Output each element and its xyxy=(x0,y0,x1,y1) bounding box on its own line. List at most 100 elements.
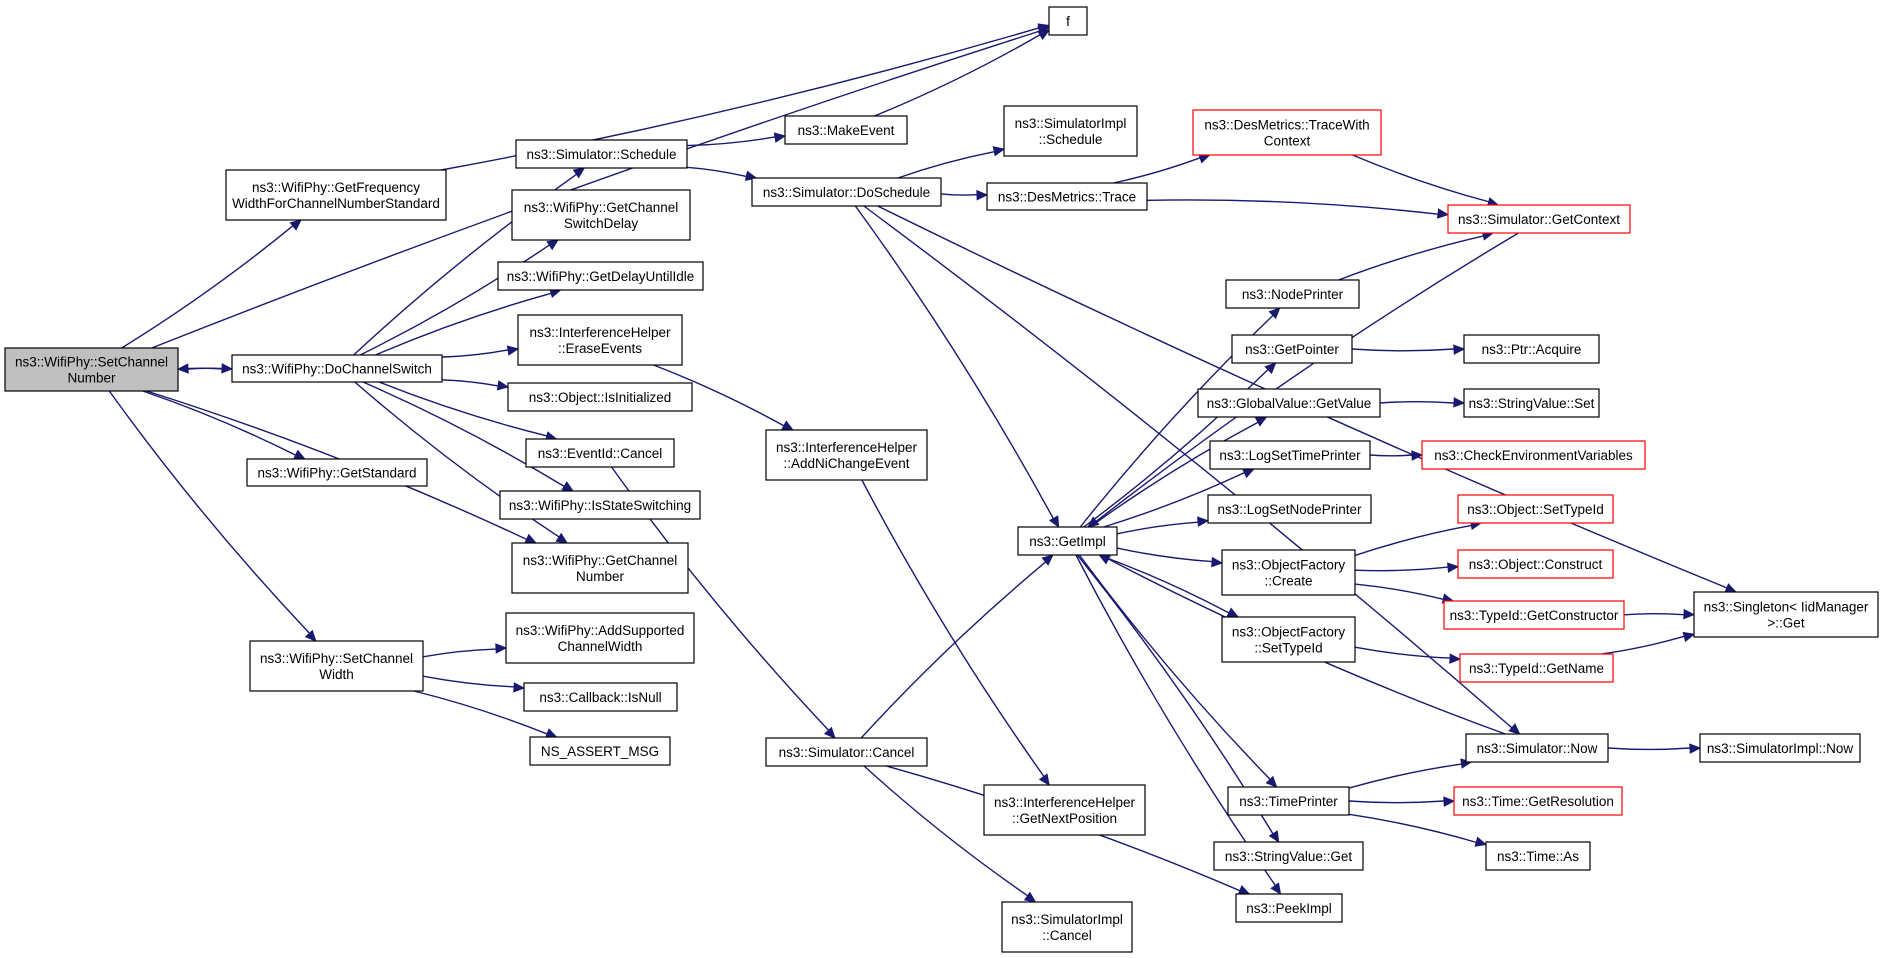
node-get-next-position[interactable]: ns3::InterferenceHelper::GetNextPosition xyxy=(983,784,1146,836)
node-is-initialized[interactable]: ns3::Object::IsInitialized xyxy=(507,382,693,412)
node-callback-is-null[interactable]: ns3::Callback::IsNull xyxy=(523,682,678,712)
edge-logSetTimePrinter-to-checkEnvVars xyxy=(1369,454,1413,457)
node-log-set-time-printer[interactable]: ns3::LogSetTimePrinter xyxy=(1209,440,1371,470)
node-get-freq-width[interactable]: ns3::WifiPhy::GetFrequencyWidthForChanne… xyxy=(225,169,447,221)
node-box xyxy=(1213,841,1364,871)
node-log-set-node-printer[interactable]: ns3::LogSetNodePrinter xyxy=(1207,494,1372,524)
node-des-metrics-trace[interactable]: ns3::DesMetrics::Trace xyxy=(986,182,1148,211)
node-box xyxy=(231,354,443,383)
node-label: ns3::WifiPhy::SetChannel xyxy=(15,355,168,370)
node-do-schedule[interactable]: ns3::Simulator::DoSchedule xyxy=(751,177,942,207)
node-label: ns3::WifiPhy::GetFrequency xyxy=(252,180,420,195)
node-box xyxy=(529,736,671,766)
arrowhead-icon xyxy=(1211,556,1224,568)
node-box xyxy=(1463,388,1600,418)
node-ns-assert-msg[interactable]: NS_ASSERT_MSG xyxy=(529,736,671,766)
node-label: ns3::GetImpl xyxy=(1029,534,1106,549)
arrowhead-icon xyxy=(1226,607,1240,618)
arrowhead-icon xyxy=(524,533,538,544)
node-get-delay-until-idle[interactable]: ns3::WifiPhy::GetDelayUntilIdle xyxy=(497,261,704,291)
node-string-value-get[interactable]: ns3::StringValue::Get xyxy=(1213,841,1364,871)
node-label: NS_ASSERT_MSG xyxy=(541,744,659,759)
arrowhead-icon xyxy=(781,420,794,431)
node-singleton-get[interactable]: ns3::Singleton< IidManager >::Get xyxy=(1693,591,1879,638)
node-simulator-now[interactable]: ns3::Simulator::Now xyxy=(1465,733,1609,763)
node-box xyxy=(1221,616,1356,663)
arrowhead-icon xyxy=(1724,583,1738,593)
node-box xyxy=(1209,440,1371,470)
node-box xyxy=(1197,388,1381,418)
node-type-id-get-name[interactable]: ns3::TypeId::GetName xyxy=(1459,653,1614,683)
node-time-as[interactable]: ns3::Time::As xyxy=(1485,841,1591,871)
node-make-event[interactable]: ns3::MakeEvent xyxy=(784,115,908,145)
node-sim-impl-schedule[interactable]: ns3::SimulatorImpl::Schedule xyxy=(1003,105,1138,157)
node-label: ns3::WifiPhy::AddSupported xyxy=(516,623,685,638)
node-label: ns3::WifiPhy::GetChannel xyxy=(524,200,679,215)
arrowhead-icon xyxy=(304,629,317,642)
arrowhead-icon xyxy=(1264,362,1277,375)
node-get-impl[interactable]: ns3::GetImpl xyxy=(1017,526,1118,556)
node-box xyxy=(1048,6,1088,36)
edge-doChannelSwitch-to-isInitialized xyxy=(441,379,499,387)
arrowhead-icon xyxy=(1689,743,1702,754)
arrowhead-icon xyxy=(1037,23,1051,34)
node-box xyxy=(1447,204,1631,234)
node-f[interactable]: f xyxy=(1048,6,1088,36)
edge-objectFactoryCreate-to-objectConstruct xyxy=(1354,566,1449,572)
node-ptr-acquire[interactable]: ns3::Ptr::Acquire xyxy=(1463,334,1600,364)
node-label: ns3::WifiPhy::GetDelayUntilIdle xyxy=(507,269,695,284)
node-box xyxy=(497,261,704,291)
node-object-factory-set-type-id[interactable]: ns3::ObjectFactory::SetTypeId xyxy=(1221,616,1356,663)
arrowhead-icon xyxy=(555,532,569,544)
edge-timePrinter-to-simulatorNow xyxy=(1348,763,1462,789)
node-add-ni-change-event[interactable]: ns3::InterferenceHelper::AddNiChangeEven… xyxy=(765,429,928,481)
edge-simulatorCancel-to-simImplCancel xyxy=(863,765,1029,897)
node-do-channel-switch[interactable]: ns3::WifiPhy::DoChannelSwitch xyxy=(231,354,443,383)
node-object-construct[interactable]: ns3::Object::Construct xyxy=(1457,549,1614,579)
node-peek-impl[interactable]: ns3::PeekImpl xyxy=(1235,893,1343,923)
node-box xyxy=(1693,591,1879,638)
node-simulator-cancel[interactable]: ns3::Simulator::Cancel xyxy=(765,737,928,767)
node-get-context[interactable]: ns3::Simulator::GetContext xyxy=(1447,204,1631,234)
node-label: ns3::DesMetrics::Trace xyxy=(998,190,1136,205)
node-label: ns3::Simulator::DoSchedule xyxy=(763,185,930,200)
node-sim-impl-now[interactable]: ns3::SimulatorImpl::Now xyxy=(1699,733,1861,763)
node-type-id-get-constructor[interactable]: ns3::TypeId::GetConstructor xyxy=(1443,600,1625,630)
arrowhead-icon xyxy=(1254,416,1268,427)
node-schedule[interactable]: ns3::Simulator::Schedule xyxy=(515,139,688,169)
node-event-id-cancel[interactable]: ns3::EventId::Cancel xyxy=(525,438,675,468)
node-get-standard[interactable]: ns3::WifiPhy::GetStandard xyxy=(246,458,428,487)
node-time-printer[interactable]: ns3::TimePrinter xyxy=(1227,786,1350,816)
node-box xyxy=(1001,901,1133,953)
node-node-printer[interactable]: ns3::NodePrinter xyxy=(1225,279,1360,309)
node-get-pointer[interactable]: ns3::GetPointer xyxy=(1231,334,1353,364)
node-label: ns3::Simulator::Schedule xyxy=(526,147,676,162)
node-string-value-set[interactable]: ns3::StringValue::Set xyxy=(1463,388,1600,418)
node-box xyxy=(1453,786,1623,816)
node-is-state-switching[interactable]: ns3::WifiPhy::IsStateSwitching xyxy=(499,490,701,520)
node-object-factory-create[interactable]: ns3::ObjectFactory::Create xyxy=(1221,549,1356,596)
node-global-value-get-value[interactable]: ns3::GlobalValue::GetValue xyxy=(1197,388,1381,418)
node-label: WidthForChannelNumberStandard xyxy=(232,196,440,211)
edge-doChannelSwitch-to-getChannelSwitchDelay xyxy=(359,244,550,356)
node-sim-impl-cancel[interactable]: ns3::SimulatorImpl::Cancel xyxy=(1001,901,1133,953)
node-label: ns3::LogSetNodePrinter xyxy=(1217,502,1362,517)
node-label: Number xyxy=(67,371,116,386)
arrowhead-icon xyxy=(1038,773,1050,786)
node-box xyxy=(505,612,695,664)
arrowhead-icon xyxy=(1237,885,1251,895)
arrowhead-icon xyxy=(823,726,836,739)
node-time-get-resolution[interactable]: ns3::Time::GetResolution xyxy=(1453,786,1623,816)
node-object-set-type-id[interactable]: ns3::Object::SetTypeId xyxy=(1457,494,1614,524)
node-box xyxy=(1463,334,1600,364)
node-erase-events[interactable]: ns3::InterferenceHelper::EraseEvents xyxy=(517,314,683,366)
node-check-env-vars[interactable]: ns3::CheckEnvironmentVariables xyxy=(1421,440,1646,470)
node-box xyxy=(1235,893,1343,923)
node-box xyxy=(1227,786,1350,816)
